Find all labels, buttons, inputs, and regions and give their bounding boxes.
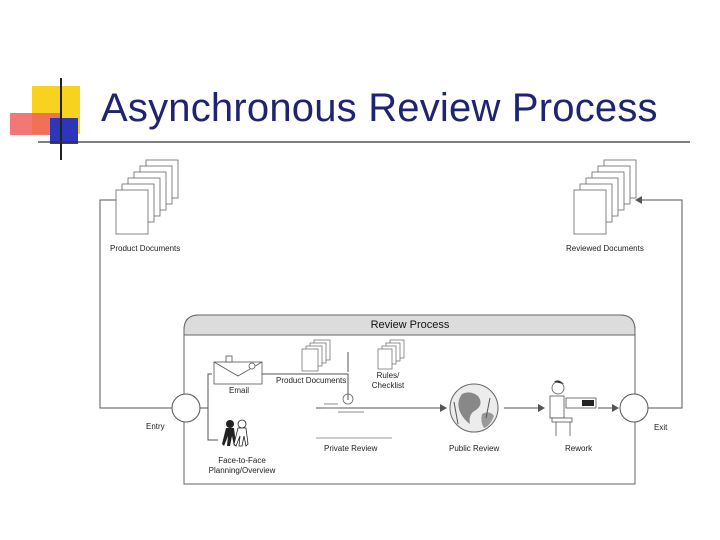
exit-label: Exit [654,423,668,432]
slide-title: Asynchronous Review Process [101,86,658,130]
rules-checklist-icon [377,339,405,370]
private-reviewer-icon [322,393,364,413]
face-to-face-label-line2: Planning/Overview [208,466,276,475]
inner-product-documents-icon [301,339,331,372]
entry-node [171,393,201,423]
reviewed-documents-label: Reviewed Documents [566,244,644,253]
rules-checklist-label-line2: Checklist [371,381,405,390]
rules-checklist-label-line1: Rules/ [376,371,400,380]
face-to-face-label-line1: Face-to-Face [218,456,266,465]
arrow-exit [612,404,619,412]
deco-blue-square [50,118,78,144]
deco-red-bar [10,113,60,135]
rework-workstation-icon [549,380,597,436]
review-process-panel [183,314,636,485]
reviewed-documents-icon [573,159,637,235]
public-review-label: Public Review [449,444,500,453]
face-to-face-people-icon [222,419,249,447]
inner-product-documents-label: Product Documents [276,376,347,385]
arrow-rework [538,404,545,412]
entry-label: Entry [146,422,165,431]
product-documents-icon [115,159,179,235]
private-review-label: Private Review [324,444,378,453]
email-icon [213,355,263,385]
globe-icon [449,383,499,433]
review-process-title: Review Process [370,319,450,331]
flow-line-right [636,199,683,409]
email-label: Email [229,386,250,395]
inner-flow [200,352,618,441]
rework-label: Rework [565,444,593,453]
product-documents-label: Product Documents [110,244,181,253]
arrow-public-review [440,404,447,412]
arrow-reviewed-docs [635,196,642,204]
exit-node [619,393,649,423]
